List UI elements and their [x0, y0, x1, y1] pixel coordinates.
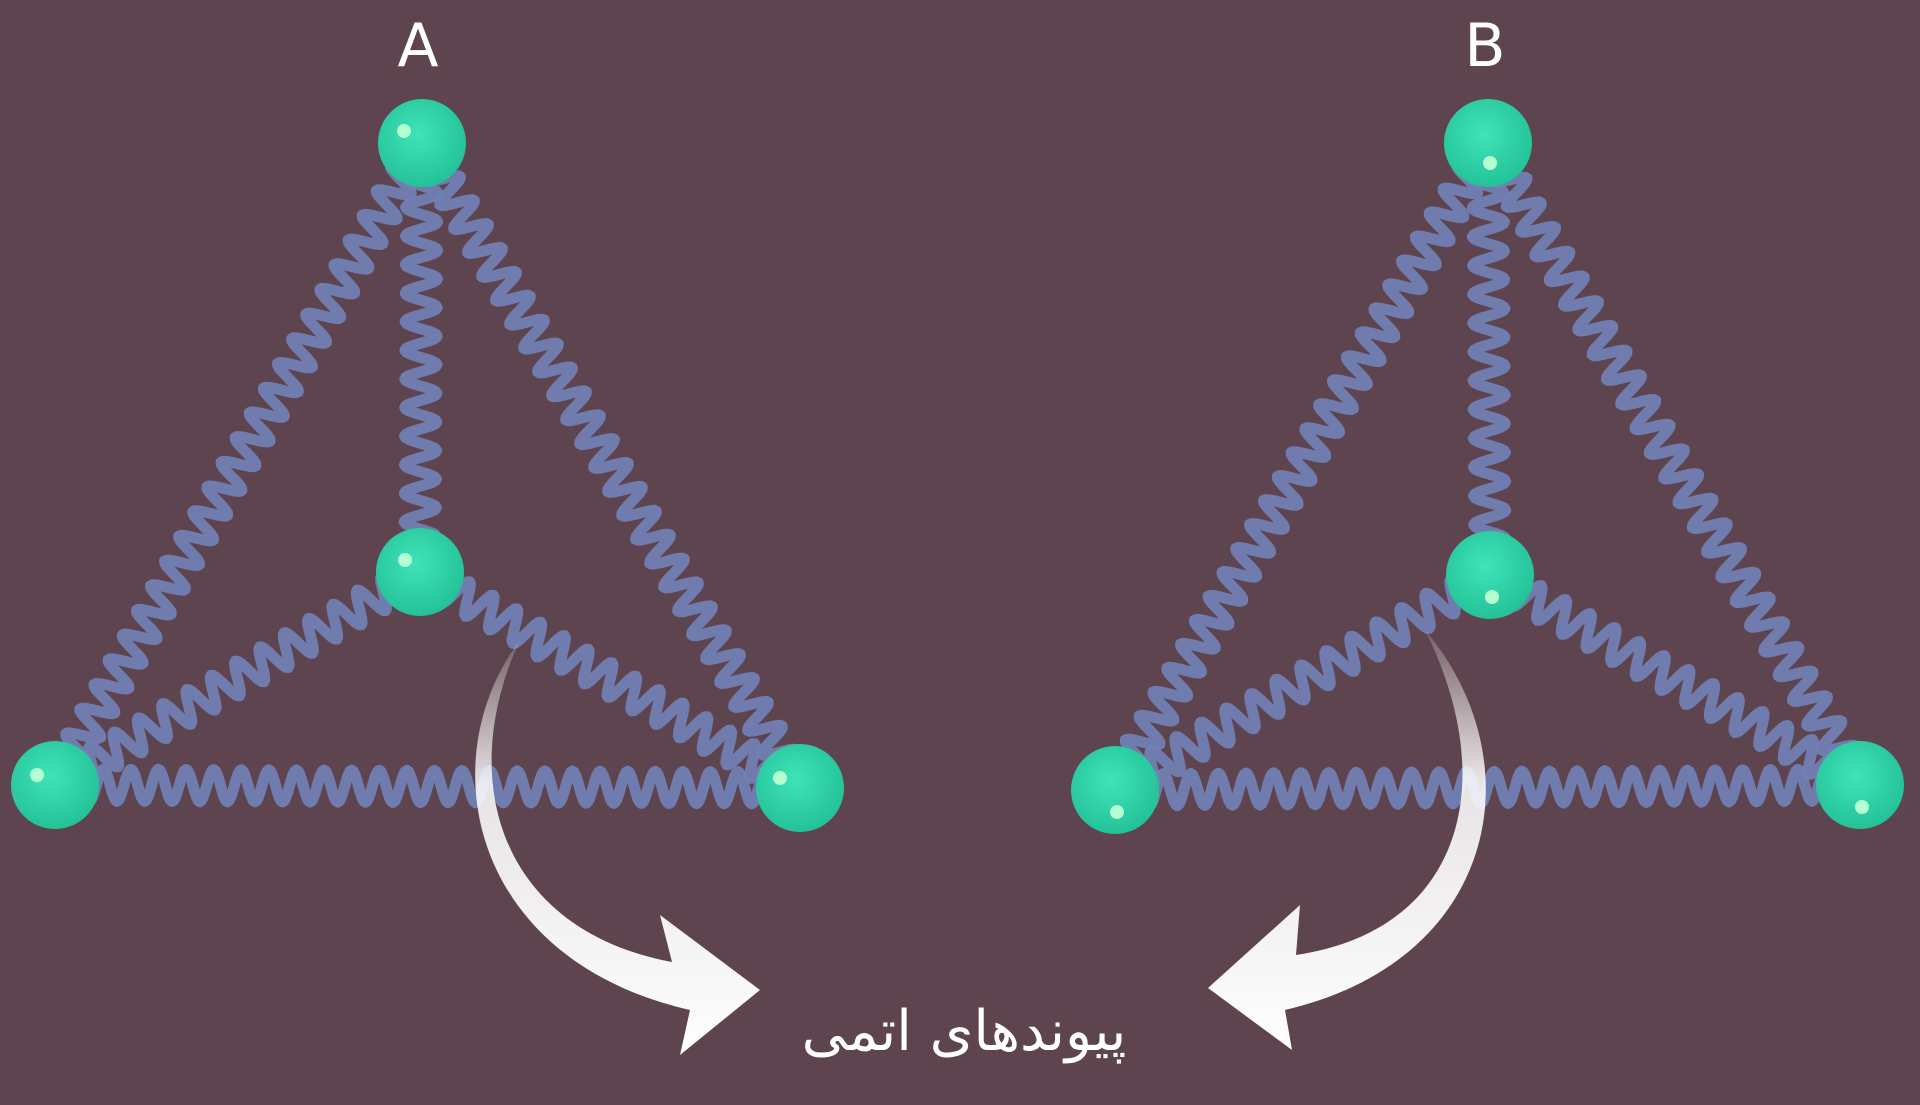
atom [1816, 741, 1904, 829]
spring-bond [46, 134, 431, 794]
molecule-b: B [1071, 11, 1904, 834]
atom [11, 741, 99, 829]
spring-bond [49, 763, 806, 810]
spring-bond [49, 556, 426, 801]
molecule-b-bonds [1106, 134, 1876, 812]
atom [756, 744, 844, 832]
atom [1444, 99, 1532, 187]
caption-atomic-bonds: پیوندهای اتمی [802, 999, 1127, 1064]
spring-bond [1481, 566, 1869, 794]
molecule-a-atoms [11, 99, 844, 832]
spring-bond [406, 137, 816, 794]
molecule-a: A [11, 11, 844, 832]
molecule-a-bonds [46, 134, 816, 810]
spring-bond [398, 137, 444, 578]
arrow-left [475, 640, 760, 1055]
molecule-b-atoms [1071, 99, 1904, 834]
spring-bond [1106, 134, 1497, 799]
spring-bond [1109, 559, 1496, 806]
spring-bond [1109, 763, 1866, 812]
atom [376, 528, 464, 616]
spring-bond [1472, 137, 1876, 791]
atom [1071, 746, 1159, 834]
spring-bond [1466, 137, 1512, 581]
molecule-a-label: A [397, 11, 438, 81]
molecule-b-label: B [1464, 11, 1505, 81]
spring-bond [411, 562, 809, 798]
arrow-right [1208, 630, 1486, 1050]
atom [378, 99, 466, 187]
atom [1446, 531, 1534, 619]
